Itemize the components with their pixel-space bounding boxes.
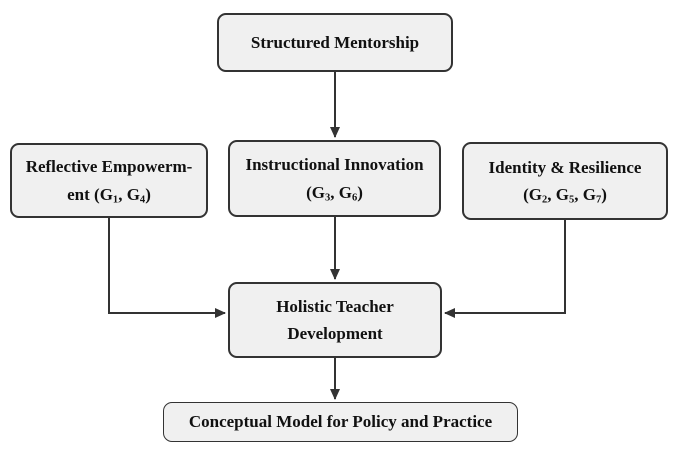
label-text: ) [145,184,151,204]
label-text: , G [547,185,569,204]
label-text: ent (G [67,184,113,204]
node-label-line2: (G3, G6) [306,179,363,206]
label-text: , G [574,185,596,204]
label-text: , G [330,182,352,202]
label-text: , G [118,184,140,204]
subscript-text: 7 [595,194,602,206]
node-label-line2: Development [287,324,383,343]
node-label-line2: ent (G1, G4) [67,181,151,208]
subscript-text: 1 [112,194,119,206]
subscript-text: 6 [351,192,358,204]
arrow-reflective-to-holistic [108,218,226,318]
node-label: Structured Mentorship [250,32,420,52]
node-structured-mentorship: Structured Mentorship [217,13,453,72]
node-label-line1: Reflective Empowerm- [25,157,193,177]
arrow-identity-to-holistic [444,220,566,318]
subscript-text: 2 [541,194,548,206]
node-label-line1: Holistic Teacher [276,296,394,316]
node-label: Conceptual Model for Policy and Practice [188,412,493,432]
label-text: ) [601,185,607,204]
subscript-text: 4 [139,194,146,206]
node-identity-resilience: Identity & Resilience (G2, G5, G7) [462,142,668,220]
subscript-text: 3 [324,192,331,204]
node-label-line2: (G2, G5, G7) [523,181,607,208]
node-holistic-teacher-development: Holistic Teacher Development [228,282,442,358]
node-reflective-empowerment: Reflective Empowerm- ent (G1, G4) [10,143,208,218]
subscript-text: 5 [568,194,575,206]
node-instructional-innovation: Instructional Innovation (G3, G6) [228,140,441,217]
node-label-line1: Instructional Innovation [245,155,424,175]
label-text: ) [357,182,363,202]
node-label-line1: Identity & Resilience [488,157,642,177]
label-text: (G [306,182,325,202]
node-conceptual-model: Conceptual Model for Policy and Practice [163,402,518,442]
label-text: (G [523,185,542,204]
